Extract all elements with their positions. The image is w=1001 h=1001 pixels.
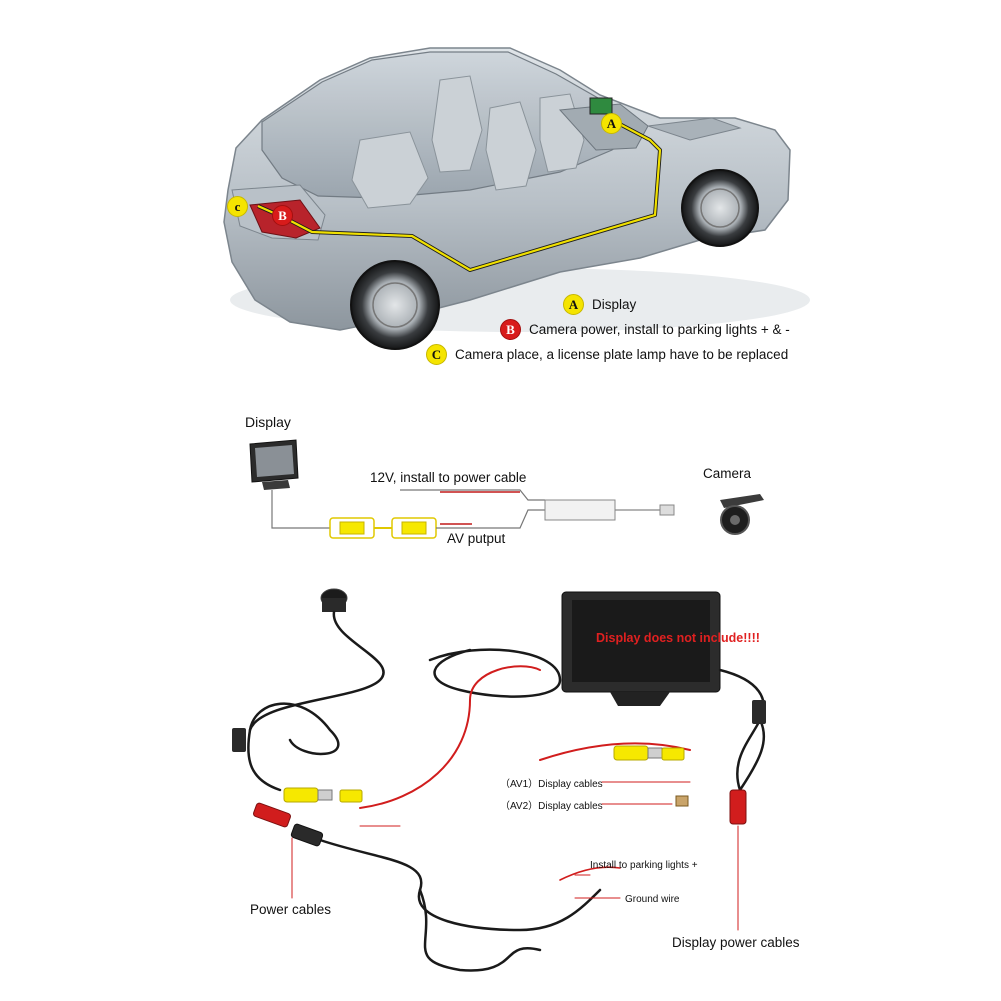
wiring-diagram (249, 439, 764, 539)
yellow-plugs (283, 745, 685, 803)
legend-badge-c: C (426, 344, 447, 365)
camera-mount (720, 494, 764, 508)
marker-c: c (227, 196, 256, 217)
label-av: AV putput (447, 531, 506, 546)
marker-a: A (601, 113, 630, 134)
label-power-cables: Power cables (250, 902, 332, 917)
legend-item-a: A Display (563, 294, 636, 315)
legend-text-a: Display (592, 297, 637, 312)
leader-lines (291, 781, 739, 931)
label-power: 12V, install to power cable (370, 470, 527, 485)
red-plugs (232, 700, 766, 847)
photo-wiring (232, 588, 766, 972)
legend-badge-b: B (500, 319, 521, 340)
marker-b: B (272, 205, 301, 226)
label-display: Display (245, 414, 291, 430)
car-seats (351, 75, 585, 209)
label-av2: （AV2）Display cables (500, 801, 603, 812)
power-module (544, 499, 616, 521)
label-parking: Install to parking lights + (590, 860, 698, 871)
label-camera: Camera (703, 466, 752, 481)
legend-text-b: Camera power, install to parking lights … (529, 322, 790, 337)
rear-wheel (350, 260, 440, 350)
rear-camera (320, 588, 348, 612)
label-display-power: Display power cables (672, 935, 800, 950)
route-line (257, 119, 662, 272)
label-ground: Ground wire (625, 894, 680, 905)
legend-item-b: B Camera power, install to parking light… (500, 319, 790, 340)
car-illustration (223, 47, 810, 350)
legend-item-c: C Camera place, a license plate lamp hav… (426, 344, 788, 365)
front-wheel (681, 169, 759, 247)
monitor-photo (561, 591, 721, 706)
car-display-icon (589, 97, 613, 115)
legend-text-c: Camera place, a license plate lamp have … (455, 347, 789, 362)
label-av1: （AV1）Display cables (500, 779, 603, 790)
warning-text: Display does not include!!!! (596, 631, 760, 645)
legend-badge-a: A (563, 294, 584, 315)
